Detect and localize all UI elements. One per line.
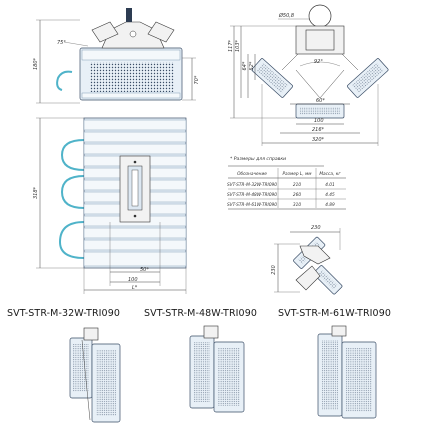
top-view: 318* 50* 100 L	[33, 117, 187, 294]
dim-top-length: 318*	[33, 186, 39, 199]
dim-front-height: 180*	[33, 57, 39, 70]
front-led-array	[90, 62, 174, 92]
table-cell-model-1: SVT-STR-M-32W-TRI090	[227, 182, 277, 188]
corner-view: 230 230	[271, 225, 343, 295]
table-cell-mass-1: 4.01	[325, 182, 335, 188]
render-48w	[189, 325, 245, 413]
dim-mount-64: 64*	[242, 61, 248, 70]
dim-corner-230-side: 230	[271, 265, 277, 275]
dim-mount-52: 52*	[249, 61, 255, 70]
table-cell-size-1: 210	[293, 182, 301, 188]
pole-circle	[308, 4, 332, 28]
dim-side-320: 320*	[312, 137, 325, 143]
spec-table: * Размеры для справки Обозначение Размер…	[227, 156, 346, 210]
dim-corner-230-top: 230	[311, 225, 321, 231]
dim-front-side-height: 70*	[194, 75, 200, 84]
table-cell-mass-2: 4.45	[325, 192, 335, 198]
table-header-size: Размер L, мм	[282, 171, 312, 177]
front-view: 180* 75° 70*	[33, 8, 200, 104]
dim-side-100: 100	[314, 118, 324, 124]
dim-mount-117: 117*	[228, 39, 234, 52]
table-cell-model-2: SVT-STR-M-48W-TRI090	[227, 192, 277, 198]
dim-mount-diameter: Ø50,8	[278, 12, 294, 19]
table-header-mass: Масса, кг	[319, 171, 341, 177]
table-header-designation: Обозначение	[237, 171, 267, 177]
dim-side-216: 216*	[312, 127, 325, 133]
model-label-61w: SVT-STR-M-61W-TRI090	[278, 308, 391, 319]
table-note: * Размеры для справки	[230, 156, 286, 162]
model-label-32w: SVT-STR-M-32W-TRI090	[7, 308, 120, 319]
table-cell-size-3: 310	[293, 202, 301, 208]
render-61w	[317, 325, 377, 419]
table-cell-mass-3: 4.89	[325, 202, 335, 208]
table-cell-size-2: 260	[293, 192, 301, 198]
side-view: Ø50,8 117* 103* 64* 52* 92°	[228, 4, 389, 146]
model-label-48w: SVT-STR-M-48W-TRI090	[144, 308, 257, 319]
dim-front-angle: 75°	[57, 40, 66, 46]
dim-top-100: 100	[128, 277, 138, 283]
dim-top-50: 50*	[140, 267, 149, 273]
render-32w	[69, 327, 121, 423]
dim-top-L: L*	[132, 285, 138, 291]
dim-side-60: 60*	[316, 98, 325, 104]
dim-mount-103: 103*	[235, 39, 241, 52]
table-cell-model-3: SVT-STR-M-61W-TRI090	[227, 202, 277, 208]
